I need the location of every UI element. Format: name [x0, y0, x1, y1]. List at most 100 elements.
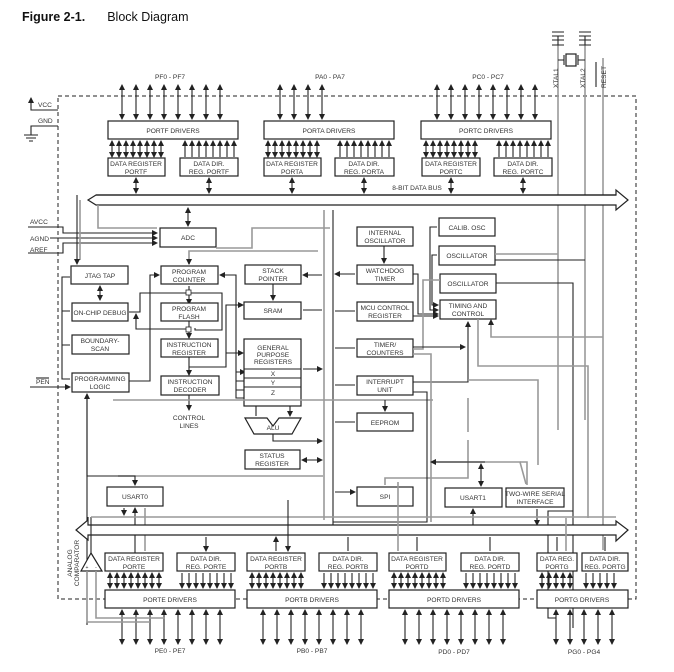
status-register: STATUS REGISTER — [245, 450, 300, 469]
svg-text:COMPARATOR: COMPARATOR — [74, 540, 81, 586]
portd-drivers: PORTD DRIVERS — [389, 590, 519, 608]
svg-text:ADC: ADC — [181, 235, 195, 242]
svg-text:Z: Z — [271, 390, 275, 397]
svg-text:SCAN: SCAN — [91, 346, 110, 353]
svg-text:DATA DIR.: DATA DIR. — [348, 161, 379, 168]
timer-counters: TIMER/ COUNTERS — [357, 339, 413, 357]
svg-text:REG. PORTG: REG. PORTG — [584, 564, 625, 571]
gnd-pin: GND — [24, 118, 58, 141]
control-lines-label: CONTROL LINES — [173, 415, 206, 430]
two-wire-serial-interface: TWO-WIRE SERIAL INTERFACE — [505, 488, 565, 507]
timing-and-control: TIMING AND CONTROL — [440, 300, 496, 319]
svg-text:DATA REG.: DATA REG. — [540, 556, 574, 563]
svg-text:ON-CHIP DEBUG: ON-CHIP DEBUG — [73, 310, 126, 317]
pg-pins-label: PG0 - PG4 — [568, 649, 601, 656]
svg-text:DATA REGISTER: DATA REGISTER — [110, 161, 162, 168]
eeprom: EEPROM — [357, 413, 413, 431]
instruction-register: INSTRUCTION REGISTER — [161, 339, 218, 357]
pa-pins-label: PA0 - PA7 — [315, 74, 345, 81]
xtal-reset-pins: XTAL1 XTAL2 RESET — [552, 32, 608, 550]
svg-text:COUNTERS: COUNTERS — [367, 350, 405, 357]
pb-pins-label: PB0 - PB7 — [297, 648, 328, 655]
pf-pins-label: PF0 - PF7 — [155, 74, 185, 81]
svg-text:REG. PORTF: REG. PORTF — [189, 169, 229, 176]
svg-text:DECODER: DECODER — [174, 387, 207, 394]
stack-pointer: STACK POINTER — [245, 265, 301, 284]
svg-text:+: + — [86, 565, 89, 571]
svg-text:Y: Y — [271, 380, 276, 387]
internal-oscillator: INTERNAL OSCILLATOR — [357, 227, 413, 246]
svg-text:DATA DIR.: DATA DIR. — [190, 556, 221, 563]
svg-text:PORTE: PORTE — [123, 564, 146, 571]
svg-text:GENERAL: GENERAL — [257, 345, 289, 352]
svg-text:INTERFACE: INTERFACE — [516, 499, 554, 506]
svg-text:DATA REGISTER: DATA REGISTER — [425, 161, 477, 168]
svg-text:PORTF DRIVERS: PORTF DRIVERS — [146, 128, 200, 135]
svg-text:EEPROM: EEPROM — [371, 420, 400, 427]
svg-text:PORTD: PORTD — [406, 564, 429, 571]
svg-text:TIMER: TIMER — [375, 276, 396, 283]
svg-text:PORTF: PORTF — [125, 169, 147, 176]
data-bus-top: 8-BIT DATA BUS — [88, 185, 628, 210]
vcc-pin: VCC — [31, 98, 58, 110]
svg-text:INTERRUPT: INTERRUPT — [366, 379, 404, 386]
data-reg-portg: DATA REG. PORTG — [537, 553, 577, 571]
svg-text:LOGIC: LOGIC — [90, 384, 111, 391]
data-register-portd: DATA REGISTER PORTD — [389, 553, 446, 571]
svg-text:SPI: SPI — [380, 494, 391, 501]
svg-text:ANALOG: ANALOG — [67, 549, 74, 576]
svg-text:VCC: VCC — [38, 102, 52, 109]
data-dir-reg-portc: DATA DIR. REG. PORTC — [494, 158, 552, 176]
data-bus-label: 8-BIT DATA BUS — [392, 185, 442, 192]
svg-text:AVCC: AVCC — [30, 219, 48, 226]
svg-text:WATCHDOG: WATCHDOG — [366, 268, 404, 275]
svg-text:ALU: ALU — [267, 425, 280, 432]
svg-text:PORTG: PORTG — [545, 564, 568, 571]
svg-text:DATA DIR.: DATA DIR. — [474, 556, 505, 563]
svg-text:TIMING AND: TIMING AND — [449, 303, 488, 310]
svg-text:DATA REGISTER: DATA REGISTER — [266, 161, 318, 168]
boundary-scan: BOUNDARY- SCAN — [72, 335, 129, 354]
svg-text:DATA REGISTER: DATA REGISTER — [391, 556, 443, 563]
oscillator-2: OSCILLATOR — [440, 274, 496, 293]
data-register-portf: DATA REGISTER PORTF — [108, 158, 165, 176]
data-register-porte: DATA REGISTER PORTE — [105, 553, 163, 571]
svg-text:FLASH: FLASH — [178, 314, 199, 321]
svg-text:STATUS: STATUS — [259, 453, 285, 460]
sram: SRAM — [244, 302, 301, 319]
svg-text:REG. PORTD: REG. PORTD — [470, 564, 511, 571]
svg-text:POINTER: POINTER — [258, 276, 288, 283]
svg-text:PROGRAMMING: PROGRAMMING — [74, 376, 125, 383]
pe-pins-label: PE0 - PE7 — [155, 648, 186, 655]
interrupt-unit: INTERRUPT UNIT — [357, 376, 413, 395]
usart1: USART1 — [445, 488, 502, 507]
svg-text:PORTC DRIVERS: PORTC DRIVERS — [459, 128, 514, 135]
calib-osc: CALIB. OSC — [439, 218, 495, 236]
data-dir-reg-portg: DATA DIR. REG. PORTG — [582, 553, 628, 571]
svg-text:MCU CONTROL: MCU CONTROL — [360, 305, 409, 312]
svg-text:REGISTER: REGISTER — [172, 350, 206, 357]
svg-text:CONTROL: CONTROL — [173, 415, 206, 422]
svg-text:PORTA DRIVERS: PORTA DRIVERS — [303, 128, 356, 135]
portc-drivers: PORTC DRIVERS — [421, 121, 551, 139]
svg-text:PORTB DRIVERS: PORTB DRIVERS — [285, 597, 339, 604]
data-bus-bottom — [76, 517, 628, 541]
svg-text:COUNTER: COUNTER — [173, 277, 206, 284]
svg-text:USART1: USART1 — [460, 495, 486, 502]
porta-drivers: PORTA DRIVERS — [264, 121, 394, 139]
svg-text:DATA DIR.: DATA DIR. — [193, 161, 224, 168]
svg-text:CALIB. OSC: CALIB. OSC — [448, 225, 485, 232]
spi: SPI — [357, 487, 413, 506]
svg-text:PORTG DRIVERS: PORTG DRIVERS — [555, 597, 610, 604]
svg-text:PROGRAM: PROGRAM — [172, 269, 206, 276]
xtal2-label: XTAL2 — [580, 68, 587, 88]
svg-text:REGISTER: REGISTER — [368, 313, 402, 320]
program-counter: PROGRAM COUNTER — [161, 266, 218, 284]
svg-text:REGISTER: REGISTER — [255, 461, 289, 468]
svg-text:CONTROL: CONTROL — [452, 311, 485, 318]
svg-text:DATA DIR.: DATA DIR. — [507, 161, 538, 168]
svg-text:SRAM: SRAM — [263, 308, 282, 315]
pd-pins-label: PD0 - PD7 — [438, 649, 470, 656]
svg-text:TIMER/: TIMER/ — [374, 342, 397, 349]
alu: ALU — [245, 418, 301, 434]
